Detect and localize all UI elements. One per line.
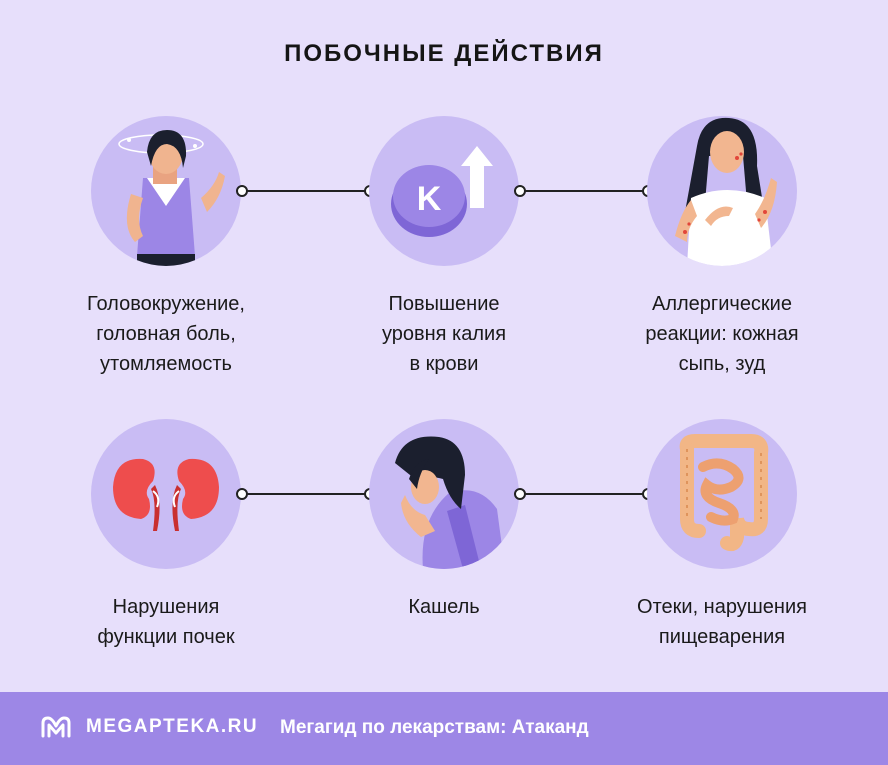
footer-caption: Мегагид по лекарствам: Атаканд (280, 717, 589, 738)
brand-name: MEGAPTEKA.RU (86, 716, 259, 737)
digestion-illustration (647, 419, 797, 569)
brand-logo[interactable]: MEGAPTEKA.RU (40, 715, 258, 739)
caption-line: Аллергические (652, 293, 792, 315)
kidneys-icon (113, 458, 219, 531)
caption-line: Отеки, нарушения (637, 596, 807, 618)
allergy-illustration (647, 116, 797, 266)
connector-4-5 (236, 488, 376, 500)
caption-line: утомляемость (100, 353, 232, 375)
caption-line: сыпь, зуд (678, 353, 766, 375)
connector-2-3 (514, 185, 654, 197)
caption-line: в крови (409, 353, 479, 375)
caption-line: головная боль, (96, 323, 236, 345)
caption-line: функции почек (97, 626, 235, 648)
connector-5-6 (514, 488, 654, 500)
caption-allergy: Аллергические реакции: кожная сыпь, зуд (592, 289, 852, 379)
caption-line: Повышение (388, 293, 500, 315)
caption-line: уровня калия (381, 323, 507, 345)
caption-potassium: Повышение уровня калия в крови (314, 289, 574, 379)
dizzy-woman-icon (118, 130, 225, 266)
footer-bar: MEGAPTEKA.RU Мегагид по лекарствам: Атак… (0, 692, 888, 765)
caption-line: Головокружение, (87, 293, 245, 315)
intestines-icon (679, 434, 769, 552)
connector-1-2 (236, 185, 376, 197)
caption-kidney: Нарушения функции почек (36, 592, 296, 652)
caption-cough: Кашель (314, 592, 574, 622)
kidney-illustration (91, 419, 241, 569)
megapteka-logo-icon (41, 716, 71, 738)
dizziness-illustration (91, 116, 241, 266)
cough-illustration (369, 419, 519, 569)
caption-line: Кашель (408, 596, 480, 618)
coughing-woman-icon (395, 436, 505, 569)
caption-line: реакции: кожная (645, 323, 799, 345)
caption-line: Нарушения (112, 596, 220, 618)
caption-digestion: Отеки, нарушения пищеварения (592, 592, 852, 652)
caption-line: пищеварения (658, 626, 786, 648)
potassium-increase-icon: K (391, 146, 493, 237)
itchy-rash-woman-icon (675, 117, 777, 266)
potassium-illustration: K (369, 116, 519, 266)
caption-dizziness: Головокружение, головная боль, утомляемо… (36, 289, 296, 379)
potassium-badge: K (417, 180, 442, 218)
page-title: ПОБОЧНЫЕ ДЕЙСТВИЯ (284, 40, 604, 67)
